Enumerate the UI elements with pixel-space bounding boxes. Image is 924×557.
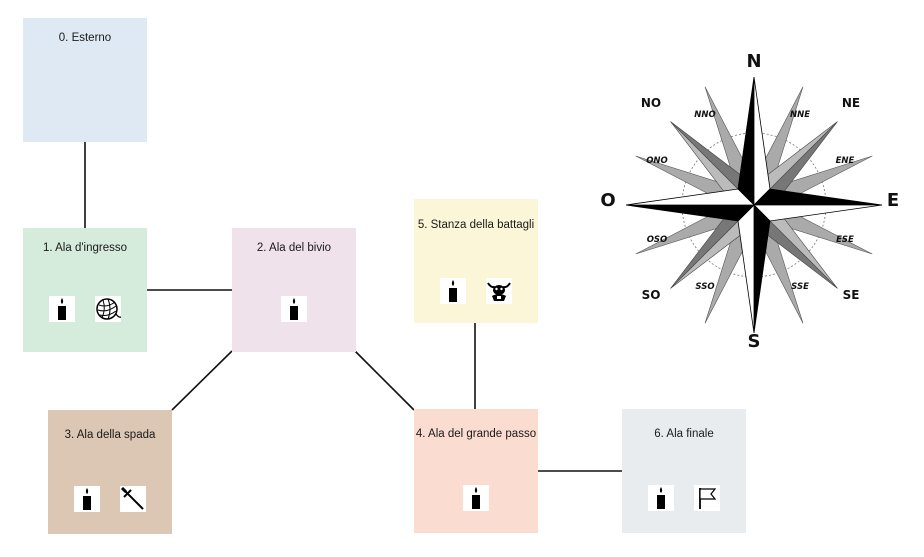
- room-6-ala-finale[interactable]: 6. Ala finale: [622, 409, 746, 533]
- room-title: 2. Ala del bivio: [256, 242, 332, 254]
- compass-rose: N S E O NE SE SO NO NNE ENE ESE SSE SSO …: [600, 51, 899, 352]
- candle-icon: [463, 485, 489, 511]
- compass-label-o: O: [600, 190, 615, 211]
- room-1-ala-ingresso[interactable]: 1. Ala d'ingresso: [23, 228, 147, 352]
- room-title: 4. Ala del grande passo: [415, 428, 537, 440]
- room-3-ala-spada[interactable]: 3. Ala della spada: [48, 410, 172, 534]
- room-5-stanza-battaglia[interactable]: 5. Stanza della battagli: [414, 199, 538, 323]
- compass-label-nno: NNO: [694, 110, 715, 120]
- room-2-ala-bivio[interactable]: 2. Ala del bivio: [232, 228, 356, 352]
- candle-icon: [648, 485, 674, 511]
- compass-label-no: NO: [641, 96, 661, 110]
- compass-label-nne: NNE: [790, 110, 810, 120]
- room-title: 0. Esterno: [58, 32, 112, 44]
- room-title: 6. Ala finale: [654, 428, 714, 440]
- connector-2-3: [171, 350, 233, 411]
- candle-icon: [74, 486, 100, 512]
- compass-label-ono: ONO: [646, 156, 668, 166]
- minotaur-icon: [486, 278, 512, 304]
- room-title: 5. Stanza della battagli: [417, 219, 535, 231]
- compass-label-so: SO: [642, 288, 661, 302]
- compass-label-ese: ESE: [836, 235, 854, 245]
- compass-label-ne: NE: [842, 96, 860, 110]
- compass-label-s: S: [748, 331, 761, 352]
- room-title: 1. Ala d'ingresso: [42, 242, 128, 254]
- yarn-ball-icon: [95, 296, 121, 322]
- compass-label-e: E: [887, 190, 899, 211]
- flag-icon: [694, 485, 720, 511]
- room-title: 3. Ala della spada: [64, 429, 156, 441]
- candle-icon: [281, 296, 307, 322]
- candle-icon: [440, 278, 466, 304]
- connector-2-4: [354, 350, 415, 411]
- room-4-ala-grande-passo[interactable]: 4. Ala del grande passo: [414, 409, 538, 533]
- compass-label-oso: OSO: [647, 235, 668, 245]
- room-0-esterno[interactable]: 0. Esterno: [23, 18, 147, 142]
- compass-label-sso: SSO: [695, 282, 714, 292]
- compass-label-sse: SSE: [791, 282, 809, 292]
- compass-label-ene: ENE: [836, 156, 855, 166]
- candle-icon: [49, 296, 75, 322]
- compass-label-se: SE: [843, 288, 860, 302]
- sword-icon: [120, 486, 146, 512]
- compass-label-n: N: [746, 51, 761, 72]
